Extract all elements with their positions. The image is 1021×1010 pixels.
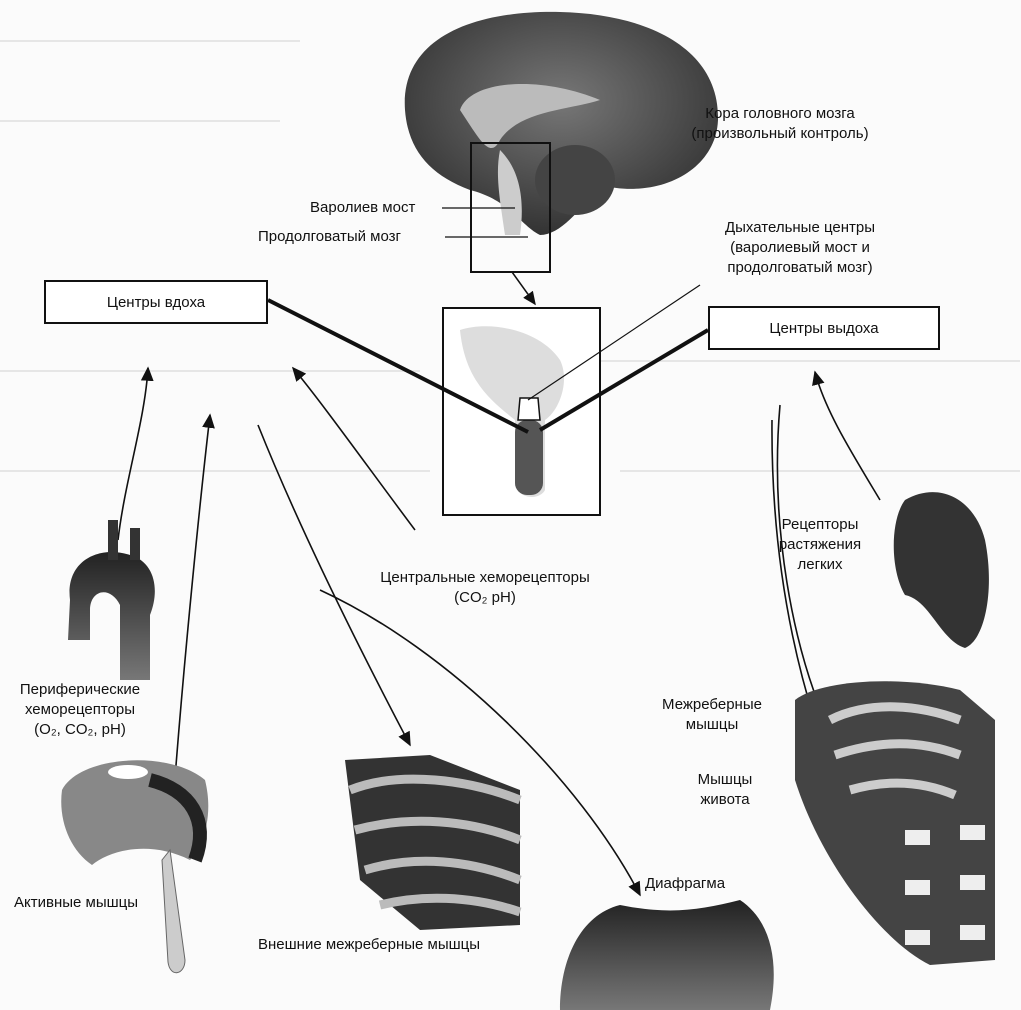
cortex-line1: Кора головного мозга	[705, 105, 855, 122]
stretch-line2: растяжения	[778, 536, 862, 553]
pons-label: Варолиев мост	[310, 199, 416, 216]
stretch-receptors-label: Рецепторы растяжения легких	[760, 515, 880, 575]
diaphragm-label: Диафрагма	[645, 875, 726, 892]
cortex-label: Кора головного мозга (произвольный контр…	[660, 104, 900, 144]
active-muscles-illustration	[61, 760, 209, 974]
diaphragm-illustration	[560, 900, 774, 1010]
external-intercostal-label: Внешние межреберные мышцы	[258, 936, 481, 953]
central-chemo-line1: Центральные хеморецепторы	[380, 569, 590, 586]
stretch-line3: легких	[797, 556, 843, 573]
central-chemo-line2: (CO₂ pH)	[454, 589, 516, 606]
zoom-arrow	[511, 271, 536, 306]
background-text-line	[620, 470, 1020, 472]
abdominal-line2: живота	[700, 791, 750, 808]
expiration-centers-label: Центры выдоха	[769, 319, 879, 337]
intercostal-line1: Межреберные	[662, 696, 762, 713]
background-text-line	[0, 470, 430, 472]
brainstem-detail-illustration	[460, 326, 565, 497]
resp-centers-line2: (варолиевый мост и	[730, 239, 870, 256]
background-text-line	[600, 360, 1020, 362]
abdominal-muscles-label: Мышцы живота	[675, 770, 775, 810]
respiratory-centers-label: Дыхательные центры (варолиевый мост и пр…	[680, 218, 920, 278]
stretch-line1: Рецепторы	[781, 516, 859, 533]
intercostal-line2: мышцы	[685, 716, 739, 733]
brain-illustration	[404, 11, 719, 235]
abdominal-muscles-illustration	[795, 681, 995, 965]
active-muscles-label: Активные мышцы	[14, 894, 139, 911]
expiration-centers-box: Центры выдоха	[708, 306, 940, 350]
peripheral-line1: Периферические	[19, 681, 141, 698]
medulla-label: Продолговатый мозг	[258, 228, 401, 245]
background-text-line	[0, 120, 280, 122]
abdominal-line1: Мышцы	[697, 771, 753, 788]
peripheral-chemoreceptors-label: Периферические хеморецепторы (O₂, CO₂, p…	[5, 680, 155, 740]
background-text-line	[0, 370, 420, 372]
resp-centers-line1: Дыхательные центры	[724, 219, 875, 236]
central-chemoreceptors-label: Центральные хеморецепторы (CO₂ pH)	[360, 568, 610, 608]
peripheral-line2: хеморецепторы	[24, 701, 136, 718]
inspiration-centers-box: Центры вдоха	[44, 280, 268, 324]
external-intercostal-illustration	[345, 755, 522, 930]
resp-centers-line3: продолговатый мозг)	[727, 259, 873, 276]
cortex-line2: (произвольный контроль)	[691, 125, 869, 142]
lung-illustration	[893, 492, 989, 648]
expiration-connector	[538, 328, 710, 432]
peripheral-line3: (O₂, CO₂, pH)	[34, 721, 126, 738]
background-text-line	[0, 40, 300, 42]
aorta-illustration	[68, 520, 155, 680]
intercostal-muscles-label: Межреберные мышцы	[652, 695, 772, 735]
inspiration-connector	[267, 298, 529, 434]
inspiration-centers-label: Центры вдоха	[106, 293, 206, 311]
